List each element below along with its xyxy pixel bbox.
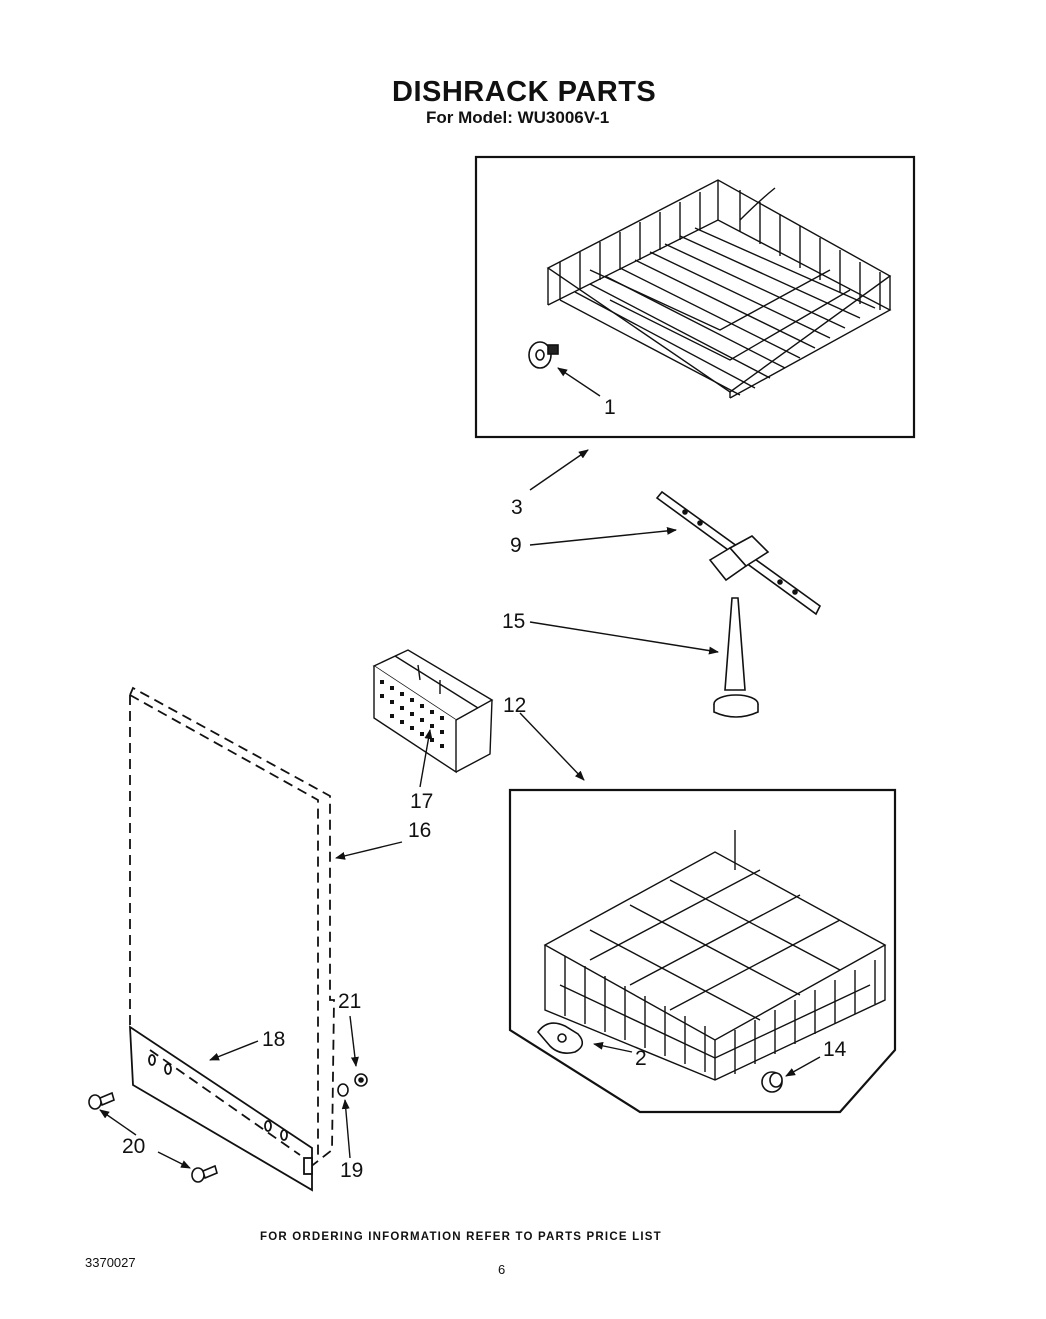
model-subtitle: For Model: WU3006V-1 — [426, 108, 610, 127]
silverware-basket-part-17 — [372, 649, 494, 774]
page-title: DISHRACK PARTS — [392, 76, 657, 108]
door-panel-part-16 — [129, 686, 335, 1176]
clip-part-19 — [337, 1083, 349, 1097]
lower-rack-illustration — [543, 830, 887, 1081]
page-number: 6 — [498, 1262, 506, 1277]
callout-18: 18 — [262, 1028, 285, 1051]
kick-plate-part-18 — [129, 1025, 313, 1192]
callout-15: 15 — [502, 610, 525, 633]
roller-part-1 — [528, 341, 559, 369]
callout-2: 2 — [635, 1047, 647, 1070]
part-2 — [536, 1022, 584, 1054]
callout-9: 9 — [510, 534, 522, 557]
screw-part-20 — [88, 1091, 218, 1183]
callout-19: 19 — [340, 1159, 363, 1182]
callout-21: 21 — [338, 990, 361, 1013]
callout-20: 20 — [122, 1135, 145, 1158]
document-number: 3370027 — [85, 1255, 136, 1270]
callout-16: 16 — [408, 819, 431, 842]
ordering-note: FOR ORDERING INFORMATION REFER TO PARTS … — [260, 1231, 662, 1243]
callout-17: 17 — [410, 790, 433, 813]
upper-rack-frame — [474, 155, 916, 439]
callout-1: 1 — [604, 396, 616, 419]
callout-12: 12 — [503, 694, 526, 717]
callout-3: 3 — [511, 496, 523, 519]
spray-arm-part-9 — [655, 490, 822, 616]
part-14 — [761, 1071, 783, 1093]
leader-lines — [99, 367, 821, 1169]
lower-rack-frame — [508, 788, 897, 1114]
upper-rack-illustration — [546, 179, 892, 399]
nut-part-21 — [354, 1073, 368, 1087]
spray-arm-mount-part-15 — [713, 597, 759, 718]
callout-14: 14 — [823, 1038, 847, 1061]
